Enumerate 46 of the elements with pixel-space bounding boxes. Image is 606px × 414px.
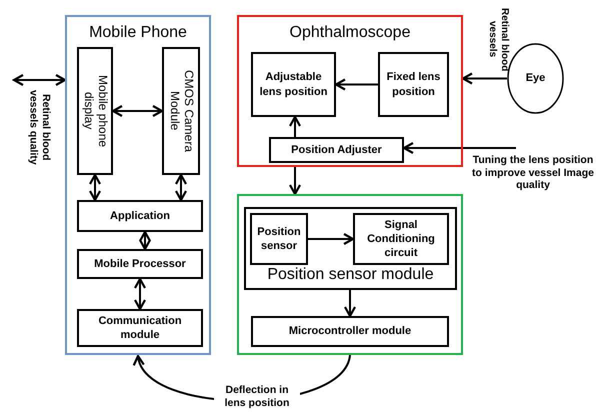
- arrow: [402, 142, 516, 154]
- arrow: [174, 174, 188, 202]
- panel-title: Position sensor module: [266, 265, 435, 286]
- process-box: [250, 213, 308, 265]
- process-box: [77, 249, 203, 279]
- panel-title: Ophthalmoscope: [288, 23, 412, 43]
- arrow: [462, 72, 507, 85]
- module-panel: [237, 194, 463, 355]
- arrow: [112, 104, 164, 118]
- device-panel: [237, 15, 463, 167]
- arrow: [344, 290, 356, 318]
- node-label: Communication module: [97, 314, 183, 342]
- process-box: [251, 52, 336, 117]
- arrow: [134, 278, 146, 310]
- arrow: [138, 230, 152, 250]
- process-box: [251, 316, 449, 347]
- node-label: Mobile phone display: [81, 74, 111, 150]
- process-box: [269, 137, 404, 163]
- arrow: [334, 78, 378, 91]
- process-box: [353, 213, 449, 265]
- module-box: [244, 207, 457, 290]
- arrow: [288, 116, 302, 137]
- arrow: [288, 167, 302, 196]
- edge-label: Tuning the lens position to improve vessel Image quality: [471, 154, 595, 194]
- node-label: Mobile Processor: [93, 256, 187, 272]
- node-label: Fixed lens position: [386, 70, 442, 99]
- node-label: Position sensor: [256, 224, 302, 254]
- arrow: [308, 232, 354, 246]
- panel-title: Mobile Phone: [88, 23, 188, 43]
- edge-label: Retinal blood vessels: [486, 6, 510, 74]
- process-box: [378, 52, 449, 117]
- node-label: Position Adjuster: [290, 142, 383, 158]
- device-panel: [65, 15, 211, 355]
- process-box: [77, 47, 113, 175]
- arrow: [88, 174, 102, 202]
- node-label: CMOS Camera Module: [167, 68, 197, 154]
- node-label: Signal Conditioning circuit: [366, 218, 436, 260]
- process-box: [162, 47, 200, 175]
- edge-label: Retinal blood vessels quality: [26, 88, 52, 166]
- node-label: Adjustable lens position: [258, 70, 328, 99]
- node-label: Eye: [524, 71, 546, 86]
- arrow: [12, 74, 66, 86]
- process-box: [77, 200, 203, 232]
- process-box: [77, 309, 203, 347]
- node-label: Microcontroller module: [288, 324, 412, 339]
- node-label: Application: [109, 208, 171, 224]
